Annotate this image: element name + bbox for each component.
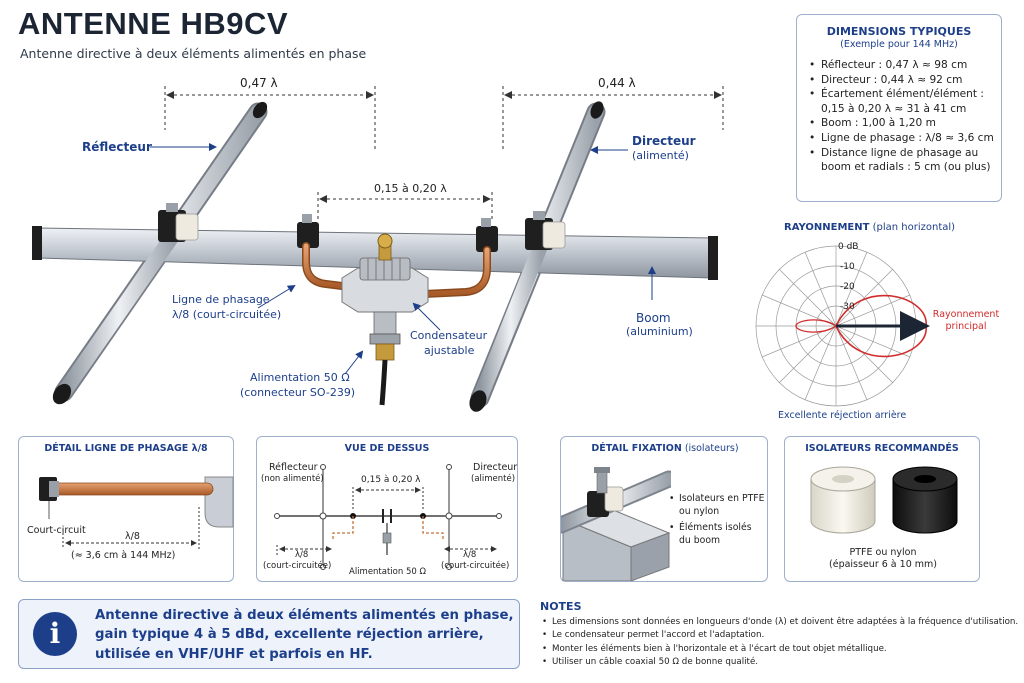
top-view-right-phase-sub: (court-circuitée)	[441, 561, 510, 571]
mount-bullet: •Éléments isolés du boom	[669, 522, 752, 546]
reflector-dimension	[164, 86, 376, 150]
spacing-label: 0,15 à 0,20 λ	[374, 182, 447, 195]
dimension-item: Réflecteur : 0,47 λ ≈ 98 cm	[805, 58, 995, 73]
notes-title: NOTES	[540, 600, 582, 613]
phasing-sub: λ/8 (court-circuitée)	[172, 308, 282, 321]
note-item: Le condensateur permet l'accord et l'ada…	[540, 629, 1020, 643]
page-title: ANTENNE HB9CV	[18, 6, 289, 41]
top-view-panel: VUE DE DESSUS Réflecteur (non alimenté)	[256, 436, 518, 582]
notes-section: NOTES Les dimensions sont données en lon…	[540, 600, 1020, 670]
detail-mount-title-row: DÉTAIL FIXATION (isolateurs)	[561, 443, 769, 454]
radiation-title: RAYONNEMENT	[784, 222, 870, 233]
radiation-title-row: RAYONNEMENT (plan horizontal)	[784, 222, 955, 233]
insulators-caption-sub: (épaisseur 6 à 10 mm)	[829, 559, 937, 570]
detail-phasing-title: DÉTAIL LIGNE DE PHASAGE λ/8	[44, 443, 208, 454]
top-view-director: Directeur	[473, 462, 518, 473]
phasing-clamp-left	[297, 214, 319, 248]
radiation-title-sub: (plan horizontal)	[872, 222, 956, 233]
info-line: Antenne directive à deux éléments alimen…	[95, 608, 514, 623]
spacing-dimension	[317, 192, 493, 220]
top-view-reflector-sub: (non alimenté)	[261, 474, 324, 484]
feed-box	[341, 233, 429, 406]
insulators-title: ISOLATEURS RECOMMANDÉS	[805, 443, 959, 454]
dimension-item: Ligne de phasage : λ/8 ≈ 3,6 cm	[805, 131, 995, 146]
top-view-reflector: Réflecteur	[269, 462, 318, 473]
top-view-drawing	[274, 464, 502, 570]
boom-label: Boom	[636, 311, 671, 325]
page-subtitle: Antenne directive à deux éléments alimen…	[20, 46, 367, 61]
top-view-spacing: 0,15 à 0,20 λ	[361, 475, 421, 485]
director-dimension	[502, 86, 724, 150]
detail-mount-panel: DÉTAIL FIXATION (isolateurs) •Isolateurs…	[560, 436, 768, 582]
insulators-panel: ISOLATEURS RECOMMANDÉS PTFE ou nylon (ép…	[784, 436, 980, 582]
radiation-pattern	[755, 245, 930, 407]
detail-mount-title-sub: (isolateurs)	[684, 443, 739, 454]
info-text: Antenne directive à deux éléments alimen…	[95, 606, 514, 664]
feed-label: Alimentation 50 Ω	[250, 371, 350, 384]
note-item: Monter les éléments bien à l'horizontale…	[540, 643, 1020, 657]
top-view-title: VUE DE DESSUS	[344, 443, 430, 454]
info-box: i Antenne directive à deux éléments alim…	[18, 599, 520, 669]
phasing-pointer	[257, 284, 296, 309]
note-item: Utiliser un câble coaxial 50 Ω de bonne …	[540, 656, 1020, 670]
info-icon: i	[33, 612, 77, 656]
detail-mount-drawing	[561, 467, 671, 581]
insulators-caption: PTFE ou nylon	[849, 547, 917, 558]
top-view-left-phase: λ/8	[295, 550, 309, 560]
detail-mount-title: DÉTAIL FIXATION	[591, 443, 682, 454]
phasing-length-value: (≈ 3,6 cm à 144 MHz)	[71, 550, 176, 561]
insulators-drawing	[810, 466, 958, 534]
feed-pointer	[344, 350, 364, 375]
top-view-director-sub: (alimenté)	[471, 474, 516, 484]
info-line: utilisée en VHF/UHF et parfois en HF.	[95, 646, 373, 662]
radiation-tick-3: -30	[840, 302, 855, 312]
antenna-illustration	[32, 86, 724, 412]
capacitor-sub: ajustable	[424, 344, 475, 357]
phasing-label: Ligne de phasage	[172, 293, 270, 306]
capacitor-pointer	[412, 302, 441, 331]
detail-phasing-panel: DÉTAIL LIGNE DE PHASAGE λ/8 Court-circui…	[18, 436, 234, 582]
top-view-left-phase-sub: (court-circuitée)	[263, 561, 332, 571]
radiation-tick-1: -10	[840, 262, 855, 272]
dimension-item: Directeur : 0,44 λ ≈ 92 cm	[805, 73, 995, 88]
detail-mount-bullets: •Isolateurs en PTFE ou nylon •Éléments i…	[669, 493, 765, 547]
phasing-line	[302, 242, 491, 298]
phasing-clamp-right	[476, 218, 498, 252]
note-item: Les dimensions sont données en longueurs…	[540, 616, 1020, 630]
radiation-main-label: Rayonnement principal	[932, 309, 1000, 332]
dimensions-title: DIMENSIONS TYPIQUES	[826, 25, 972, 38]
mount-bullet: •Isolateurs en PTFE ou nylon	[669, 493, 765, 517]
info-line: gain typique 4 à 5 dBd, excellente réjec…	[95, 627, 484, 643]
dimension-item: Écartement élément/élément : 0,15 à 0,20…	[805, 87, 995, 116]
dimensions-subtitle: (Exemple pour 144 MHz)	[840, 39, 958, 50]
dimensions-panel: DIMENSIONS TYPIQUES (Exemple pour 144 MH…	[796, 14, 1002, 202]
phasing-length-label: λ/8	[125, 531, 140, 542]
short-circuit-label: Court-circuit	[27, 525, 86, 536]
feed-sub: (connecteur SO-239)	[240, 386, 356, 399]
director-label: Directeur	[632, 134, 696, 148]
top-view-feed: Alimentation 50 Ω	[349, 567, 426, 577]
dimension-item: Boom : 1,00 à 1,20 m	[805, 116, 995, 131]
director-length: 0,44 λ	[598, 76, 636, 90]
radiation-tick-2: -20	[840, 282, 855, 292]
director-sub: (alimenté)	[632, 149, 689, 162]
dimension-item: Distance ligne de phasage au boom et rad…	[805, 146, 995, 175]
boom-sub: (aluminium)	[626, 325, 693, 338]
top-view-right-phase: λ/8	[463, 550, 477, 560]
radiation-tick-0: 0 dB	[838, 242, 859, 252]
director-mount	[525, 211, 566, 250]
capacitor-label: Condensateur	[410, 329, 488, 342]
reflector-length: 0,47 λ	[240, 76, 278, 90]
reflector-mount	[158, 203, 199, 242]
reflector-label: Réflecteur	[82, 140, 152, 154]
detail-phasing-drawing	[39, 476, 234, 549]
radiation-rear-label: Excellente réjection arrière	[778, 410, 907, 421]
